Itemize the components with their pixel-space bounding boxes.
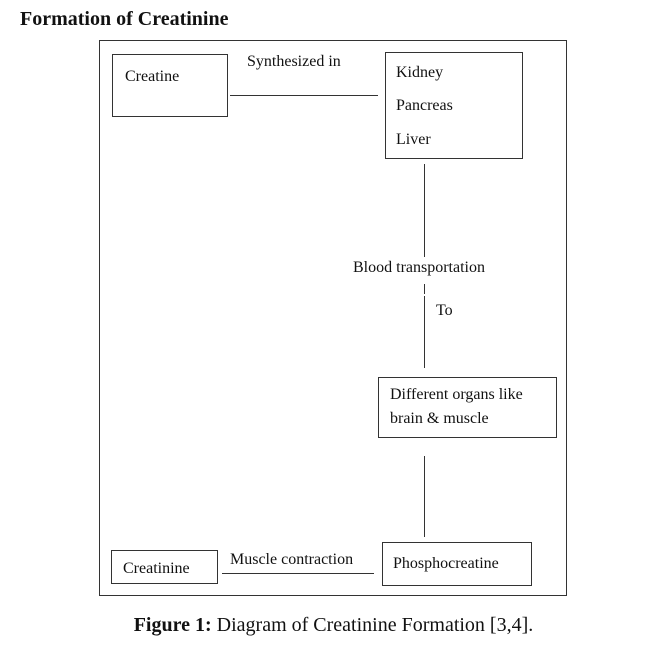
figure-caption-label: Figure 1: bbox=[133, 614, 212, 636]
to-label: To bbox=[436, 302, 453, 319]
to-upper-connector bbox=[424, 284, 425, 294]
phosphocreatine-label: Phosphocreatine bbox=[393, 555, 499, 572]
figure-caption-text: Diagram of Creatinine Formation [3,4]. bbox=[211, 614, 534, 636]
creatine-label: Creatine bbox=[125, 68, 180, 85]
phosphocreatine-box: Phosphocreatine bbox=[382, 542, 532, 586]
organs-box: Kidney Pancreas Liver bbox=[385, 52, 523, 159]
target-organs-line1: Different organs like bbox=[390, 386, 523, 403]
organs-to-blood-connector bbox=[424, 164, 425, 257]
muscle-contraction-label: Muscle contraction bbox=[230, 551, 354, 568]
to-target-connector bbox=[424, 296, 425, 368]
organ-kidney: Kidney bbox=[396, 64, 444, 81]
target-organs-box: Different organs like brain & muscle bbox=[378, 377, 557, 438]
organ-liver: Liver bbox=[396, 131, 431, 148]
creatine-box: Creatine bbox=[112, 54, 228, 117]
diagram-heading: Formation of Creatinine bbox=[20, 8, 229, 30]
organ-pancreas: Pancreas bbox=[396, 97, 453, 114]
diagram-frame bbox=[99, 40, 567, 596]
creatinine-box: Creatinine bbox=[111, 550, 218, 584]
blood-transportation-label: Blood transportation bbox=[353, 259, 485, 276]
synthesized-label: Synthesized in bbox=[247, 53, 341, 70]
figure-caption: Figure 1: Diagram of Creatinine Formatio… bbox=[0, 614, 667, 637]
target-organs-line2: brain & muscle bbox=[390, 410, 489, 427]
organs-to-phosphocreatine-connector bbox=[424, 456, 425, 537]
muscle-contraction-connector bbox=[222, 573, 374, 574]
creatinine-label: Creatinine bbox=[123, 560, 190, 577]
synthesized-connector bbox=[230, 95, 378, 96]
